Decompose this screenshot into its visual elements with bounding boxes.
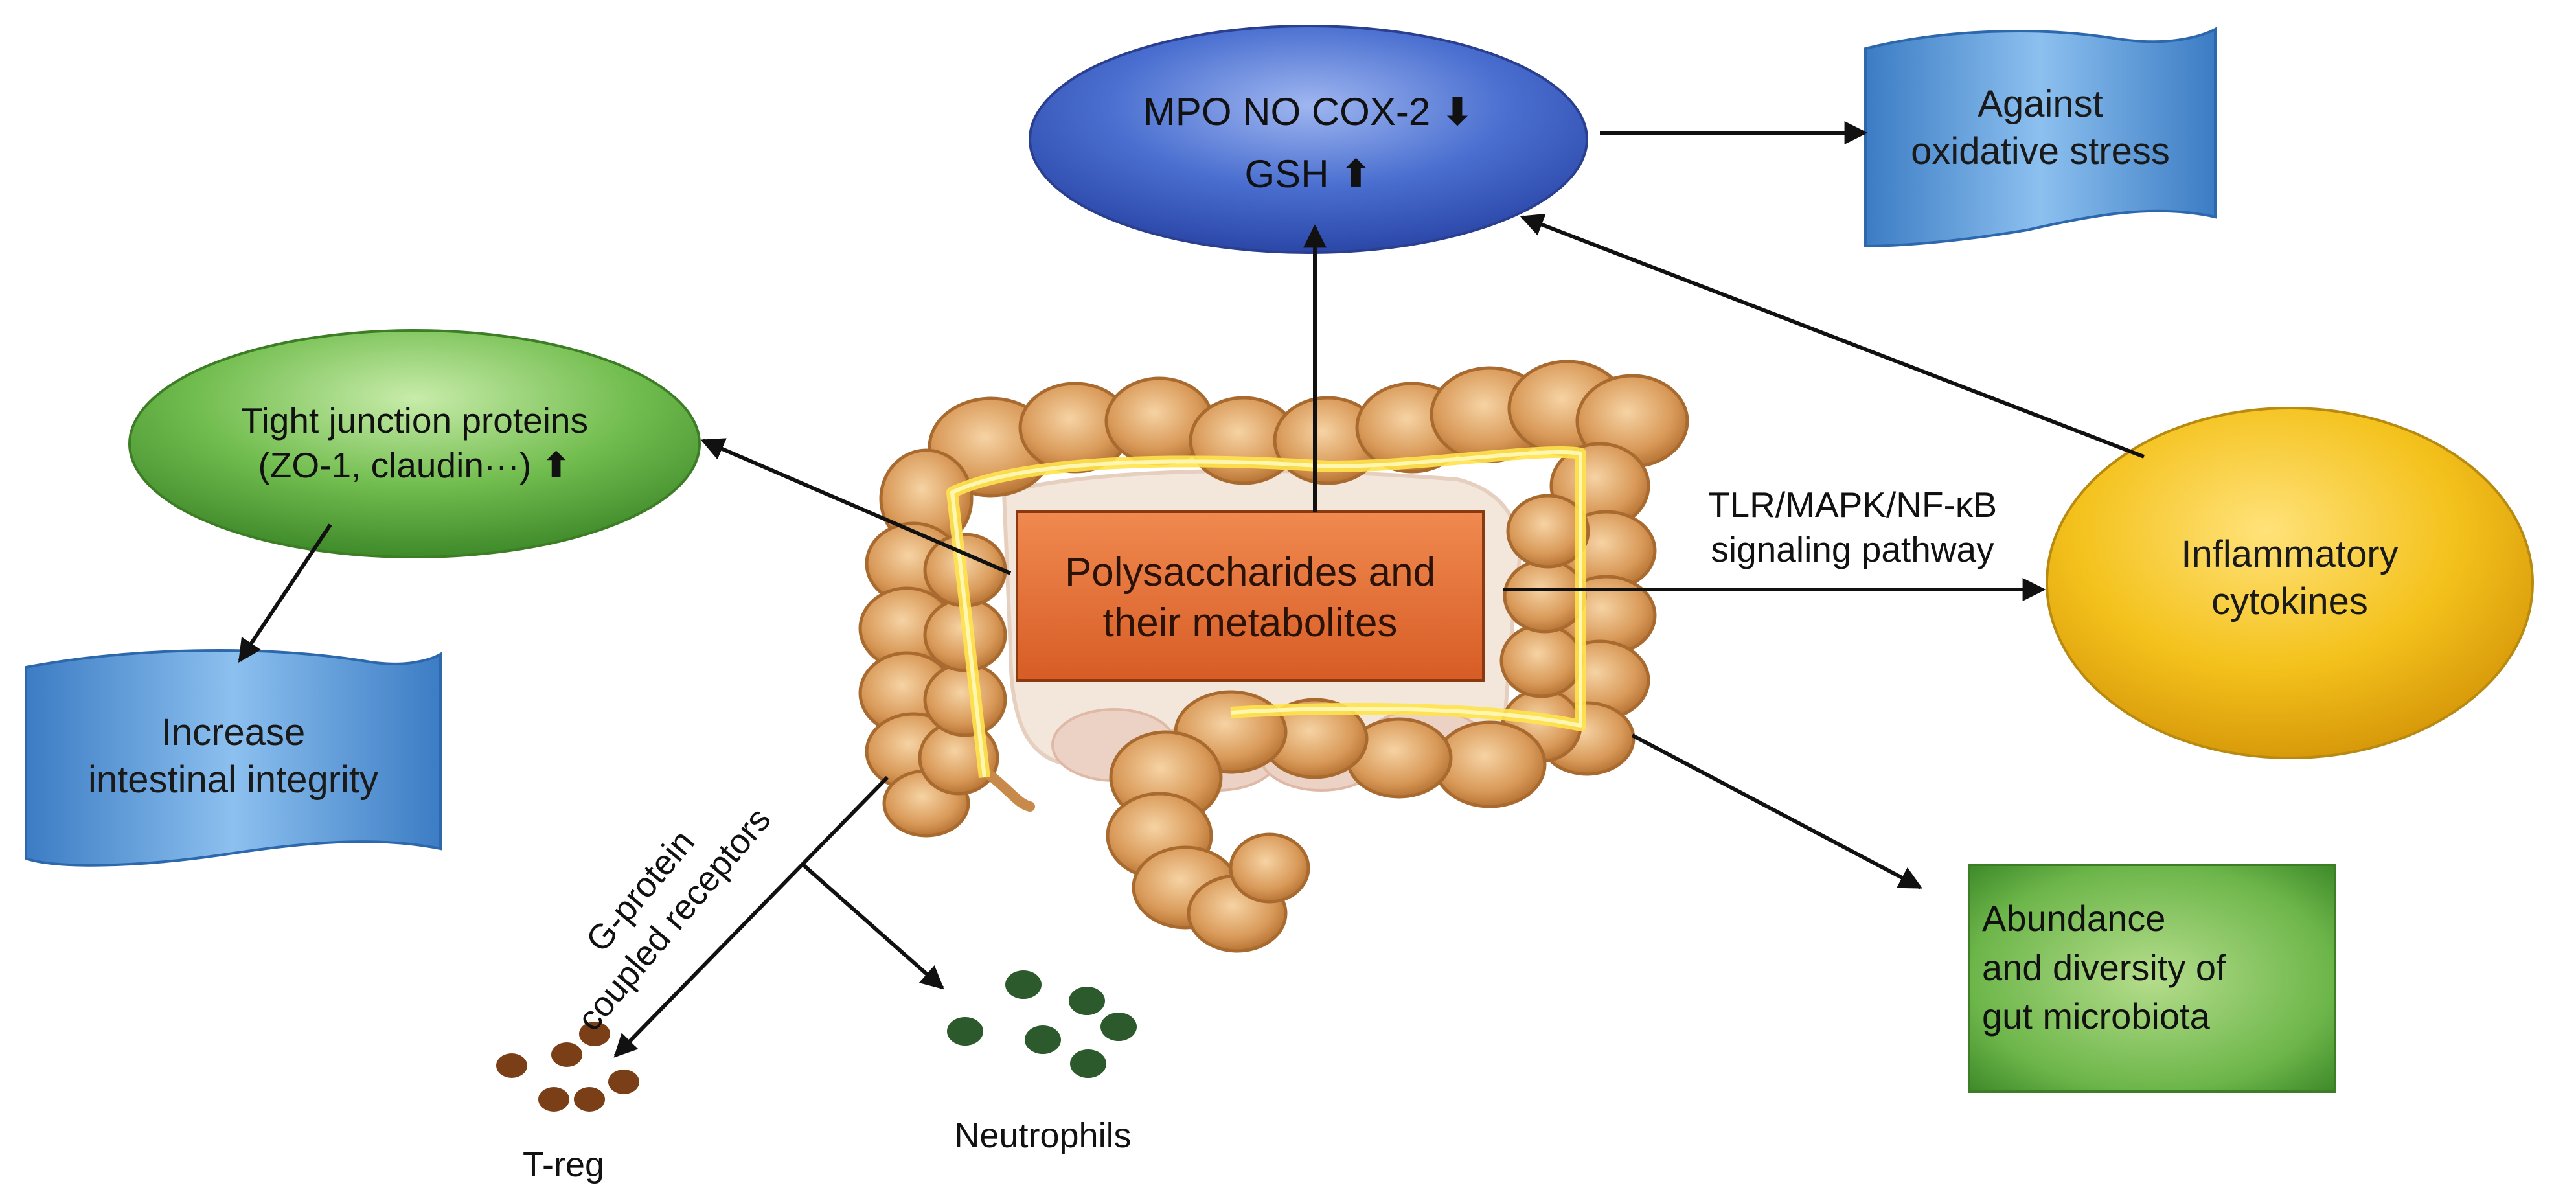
integrity-banner [25, 648, 442, 867]
top-line1-text: MPO NO COX-2 [1143, 90, 1431, 133]
arrow-cytokines-to-top [1520, 213, 2145, 459]
arrows [238, 121, 2145, 1058]
tight-junction-line2: (ZO-1, claudin···) [258, 444, 532, 485]
arrow-center-to-treg [613, 775, 889, 1058]
integrity-line2: intestinal integrity [87, 758, 379, 801]
neutrophils-label: Neutrophils [954, 1116, 1132, 1155]
oxidative-banner [1864, 27, 2217, 248]
oxidative-line1: Against [1978, 83, 2103, 125]
microbiota-line1: Abundance [1982, 898, 2166, 939]
cytokines-label: Inflammatory cytokines [2047, 531, 2533, 625]
tight-junction-ellipse [128, 329, 701, 558]
arrow-tightjunction-to-integrity [238, 523, 332, 663]
microbiota-line3: gut microbiota [1982, 996, 2210, 1037]
cytokines-circle [2046, 407, 2534, 759]
microbiota-box [1968, 864, 2336, 1093]
cytokines-line2: cytokines [2211, 580, 2368, 623]
colon-illustration [858, 360, 1689, 953]
down-arrow-icon: ⬇ [1441, 90, 1474, 133]
up-arrow-icon: ⬆ [541, 444, 571, 485]
center-box-label: Polysaccharides and their metabolites [1017, 547, 1483, 648]
pathway-line2: signaling pathway [1711, 529, 1994, 569]
top-line2-text: GSH [1244, 152, 1329, 196]
arrow-center-to-tightjunction [700, 438, 1012, 575]
microbiota-line2: and diversity of [1982, 946, 2226, 988]
integrity-line1: Increase [161, 711, 306, 753]
top-ellipse [1029, 25, 1588, 254]
tight-junction-label: Tight junction proteins (ZO-1, claudin··… [130, 398, 700, 488]
treg-label: T-reg [522, 1145, 605, 1184]
cytokines-line1: Inflammatory [2181, 533, 2399, 575]
up-arrow-icon: ⬆ [1339, 152, 1373, 196]
top-ellipse-label: MPO NO COX-2 ⬇ GSH ⬆ [1030, 81, 1587, 205]
arrow-center-to-microbiota [1631, 733, 1923, 889]
neutrophil-dots [947, 970, 1137, 1078]
center-box [1016, 510, 1485, 682]
integrity-banner-label: Increase intestinal integrity [26, 709, 440, 803]
oxidative-line2: oxidative stress [1911, 130, 2170, 172]
oxidative-banner-label: Against oxidative stress [1865, 81, 2215, 175]
pathway-label: TLR/MAPK/NF-κB signaling pathway [1632, 483, 2073, 572]
treg-dots [496, 1022, 639, 1112]
arrow-branch-to-neutrophils [802, 863, 944, 990]
center-line2: their metabolites [1102, 600, 1398, 645]
center-line1: Polysaccharides and [1064, 550, 1436, 595]
tight-junction-line1: Tight junction proteins [240, 400, 589, 441]
microbiota-label: Abundance and diversity of gut microbiot… [1982, 894, 2322, 1041]
pathway-line1: TLR/MAPK/NF-κB [1707, 485, 1998, 525]
